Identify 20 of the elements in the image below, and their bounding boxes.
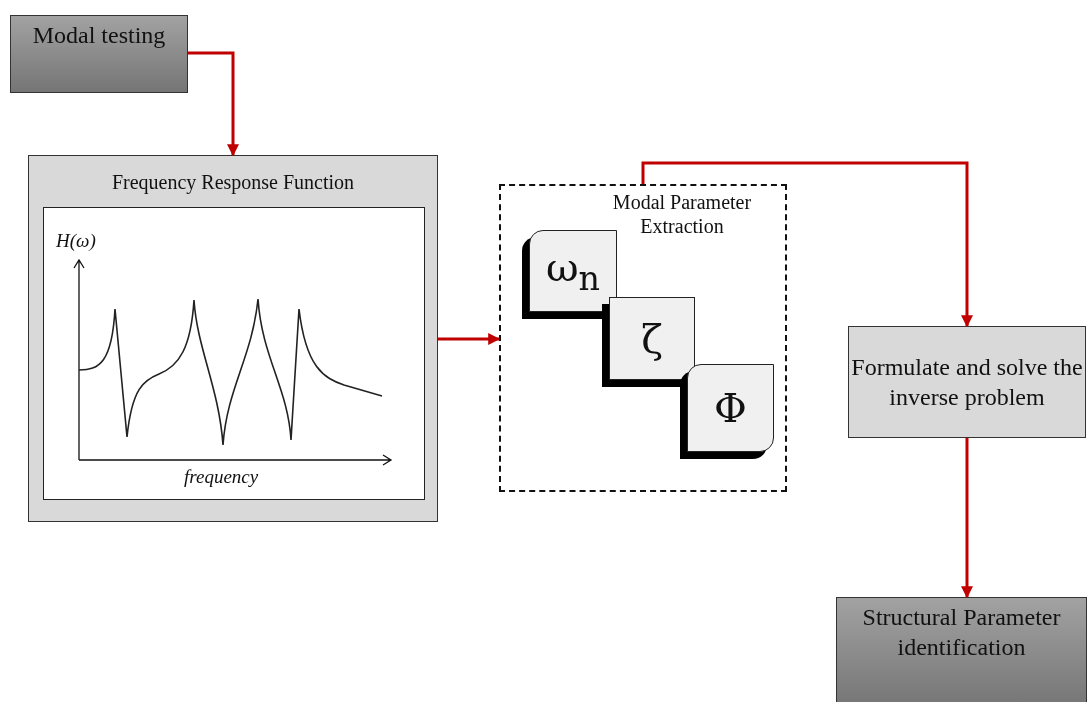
arrow xyxy=(188,51,239,157)
process-box xyxy=(10,15,188,93)
plot-panel xyxy=(43,207,425,500)
box-title: Frequency Response Function xyxy=(110,170,356,195)
arrow xyxy=(438,333,501,345)
parameter-symbol: ζ xyxy=(641,314,663,364)
box-label: Modal testing xyxy=(31,21,167,50)
arrow xyxy=(641,161,973,328)
process-box xyxy=(848,326,1086,438)
parameter-symbol: Φ xyxy=(714,384,747,433)
panel-box xyxy=(28,155,438,522)
result-box xyxy=(836,597,1087,702)
arrow xyxy=(961,438,973,599)
box-title: Modal Parameter Extraction xyxy=(611,190,753,238)
axis-label: H(ω) xyxy=(56,230,96,252)
parameter-symbol: ω$_{n}$ xyxy=(545,243,601,300)
box-label: Structural Parameter identification xyxy=(861,603,1062,662)
axis-label: frequency xyxy=(184,466,259,488)
box-label: Formulate and solve the inverse problem xyxy=(850,353,1084,412)
group-box xyxy=(499,184,787,492)
